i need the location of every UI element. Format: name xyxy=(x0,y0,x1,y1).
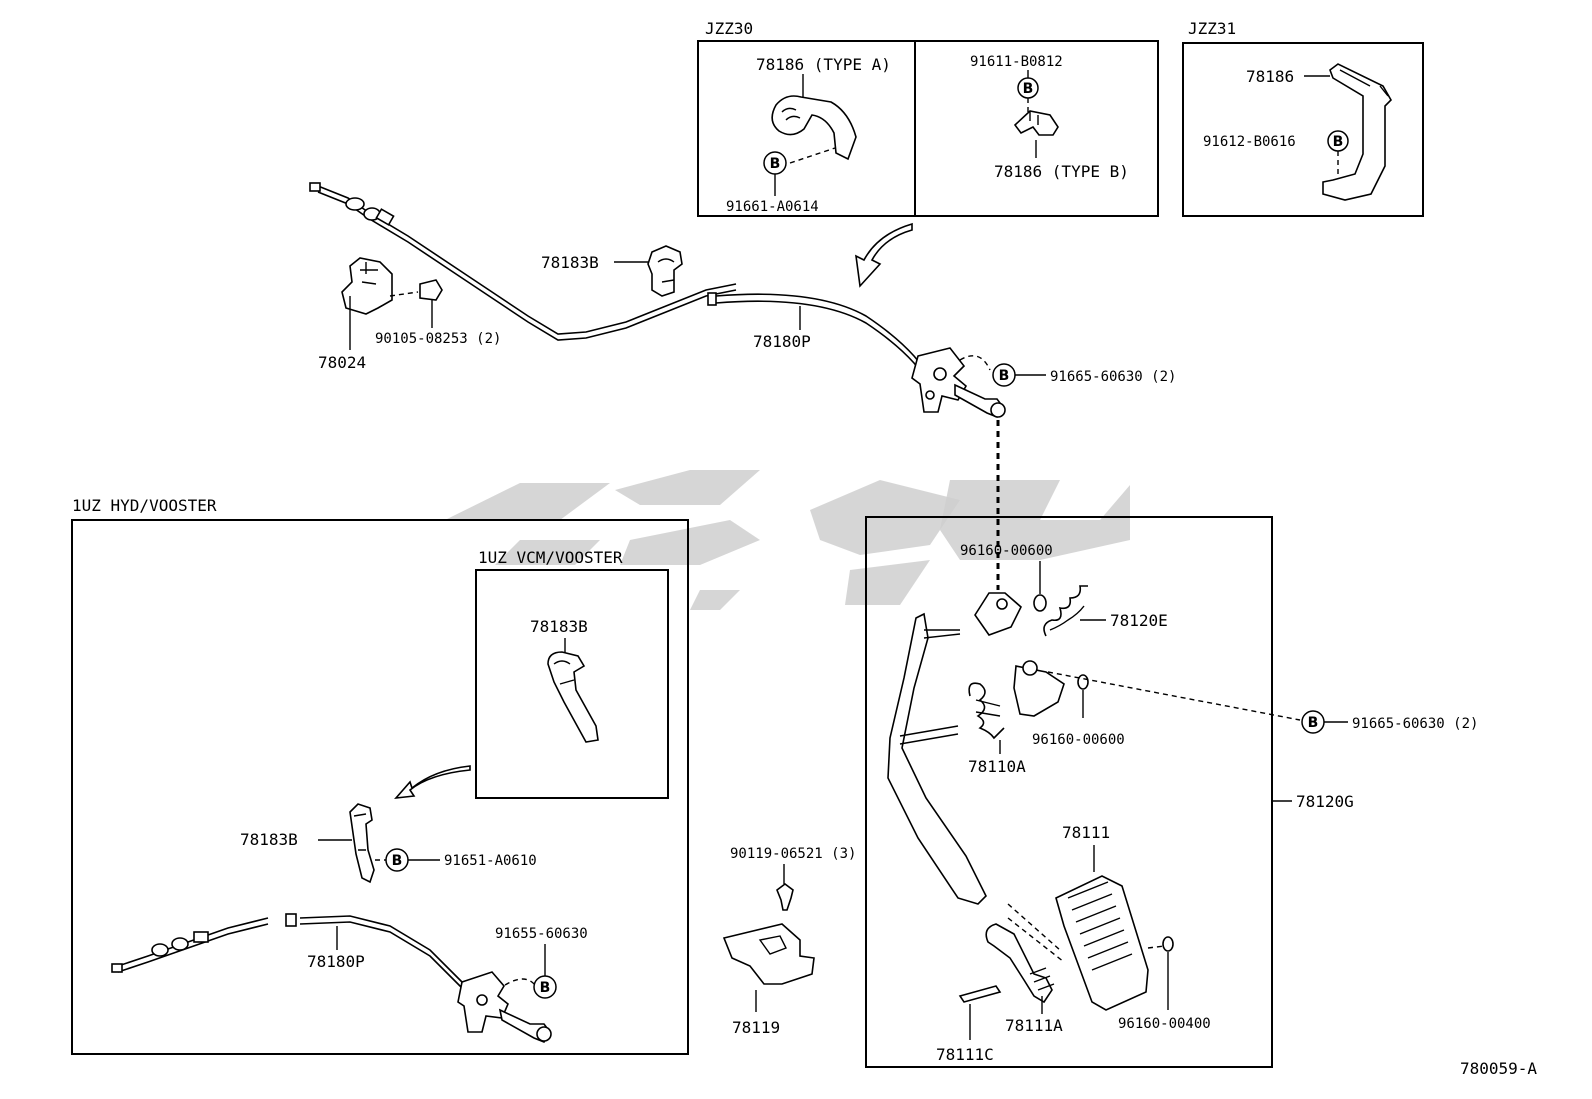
inset-vcm-title: 1UZ VCM/VOOSTER xyxy=(478,548,623,567)
svg-text:B: B xyxy=(392,853,403,869)
svg-text:B: B xyxy=(540,980,551,996)
inset-vcm: 1UZ VCM/VOOSTER 78183B xyxy=(475,548,669,799)
bracket-78119 xyxy=(722,923,815,985)
part-78183b-vcm-label: 78183B xyxy=(530,617,588,636)
svg-text:B: B xyxy=(999,368,1010,384)
watermark-logo xyxy=(445,470,1130,610)
badge-b-pedal-right: B xyxy=(1301,710,1325,734)
part-78183b-top-label: 78183B xyxy=(541,253,599,272)
clamp-78183b-vcm xyxy=(547,651,599,743)
arrow-vcm-to-hyd xyxy=(394,765,471,800)
part-91651-a0610-label: 91651-A0610 xyxy=(444,853,537,869)
part-78186-type-a-label: 78186 (TYPE A) xyxy=(756,55,891,74)
badge-b-jzz30-left: B xyxy=(763,151,787,175)
part-91611-b0812-label: 91611-B0812 xyxy=(970,54,1063,70)
part-91665-60630-mid-label: 91665-60630 (2) xyxy=(1352,716,1478,732)
part-78180p-hyd-label: 78180P xyxy=(307,952,365,971)
bolt-90105-08253 xyxy=(419,279,443,301)
clamp-78183b-hyd xyxy=(349,803,375,884)
inset-hyd: 1UZ HYD/VOOSTER xyxy=(71,496,689,1055)
badge-b-jzz31: B xyxy=(1327,130,1349,152)
part-91661-a0614-label: 91661-A0614 xyxy=(726,199,819,215)
part-78119-label: 78119 xyxy=(732,1018,780,1037)
lever-plate xyxy=(1013,665,1065,717)
inset-jzz31-title: JZZ31 xyxy=(1188,19,1236,38)
bracket-78186-jzz31 xyxy=(1322,63,1392,201)
bracket-78024 xyxy=(341,257,393,315)
clamp-78183b-top xyxy=(647,245,683,297)
part-78111c-label: 78111C xyxy=(936,1045,994,1064)
bracket-78186-type-a xyxy=(771,95,857,161)
pedal-assembly: 78120G 96160-00600 78120E 96160-00600 78… xyxy=(865,516,1354,1068)
accelerator-pedal-pad xyxy=(1055,875,1149,1011)
part-96160-00600-b-label: 96160-00600 xyxy=(1032,732,1125,748)
part-78186-type-b-label: 78186 (TYPE B) xyxy=(994,162,1129,181)
svg-text:B: B xyxy=(1333,134,1344,150)
svg-text:B: B xyxy=(1023,81,1034,97)
part-90105-08253-label: 90105-08253 (2) xyxy=(375,331,501,347)
badge-b-top-right: B xyxy=(992,363,1016,387)
upper-cable-assembly xyxy=(309,182,1006,590)
inset-jzz31: JZZ31 78186 91612-B0616 B xyxy=(1182,19,1424,217)
part-78180p-top-label: 78180P xyxy=(753,332,811,351)
part-90119-06521-label: 90119-06521 (3) xyxy=(730,846,856,862)
part-78183b-hyd-label: 78183B xyxy=(240,830,298,849)
part-91612-b0616-label: 91612-B0616 xyxy=(1203,134,1296,150)
diagram-id: 780059-A xyxy=(1460,1059,1537,1078)
part-78120g-label: 78120G xyxy=(1296,792,1354,811)
svg-text:B: B xyxy=(770,156,781,172)
part-78024-label: 78024 xyxy=(318,353,366,372)
part-96160-00600-a-label: 96160-00600 xyxy=(960,543,1053,559)
part-78120e-label: 78120E xyxy=(1110,611,1168,630)
badge-b-hyd-left: B xyxy=(385,848,409,872)
spring-78120e xyxy=(1043,585,1088,637)
part-96160-00400-label: 96160-00400 xyxy=(1118,1016,1211,1032)
part-78186-jzz31-label: 78186 xyxy=(1246,67,1294,86)
inset-jzz30: JZZ30 78186 (TYPE A) B 91661-A0614 91611… xyxy=(697,19,1159,217)
hyd-cable-assembly xyxy=(111,913,552,1043)
spring-78110a xyxy=(968,682,1005,740)
accelerator-arm xyxy=(887,612,987,905)
part-91655-60630-label: 91655-60630 xyxy=(495,926,588,942)
inset-hyd-title: 1UZ HYD/VOOSTER xyxy=(72,496,217,515)
bolt-90119-06521 xyxy=(776,883,794,911)
pin-78111c xyxy=(958,985,1002,1003)
part-78111a-label: 78111A xyxy=(1005,1016,1063,1035)
part-78110a-label: 78110A xyxy=(968,757,1026,776)
inset-jzz30-title: JZZ30 xyxy=(705,19,753,38)
spring-78111a xyxy=(985,923,1053,1004)
arrow-jzz30-to-main xyxy=(855,222,913,288)
badge-b-jzz30-right: B xyxy=(1017,77,1039,99)
part-91665-60630-top-label: 91665-60630 (2) xyxy=(1050,369,1176,385)
svg-text:B: B xyxy=(1308,715,1319,731)
badge-b-hyd-right: B xyxy=(533,975,557,999)
pedal-lever-link xyxy=(974,592,1022,636)
part-78111-label: 78111 xyxy=(1062,823,1110,842)
clip-78186-type-b xyxy=(1013,110,1059,136)
